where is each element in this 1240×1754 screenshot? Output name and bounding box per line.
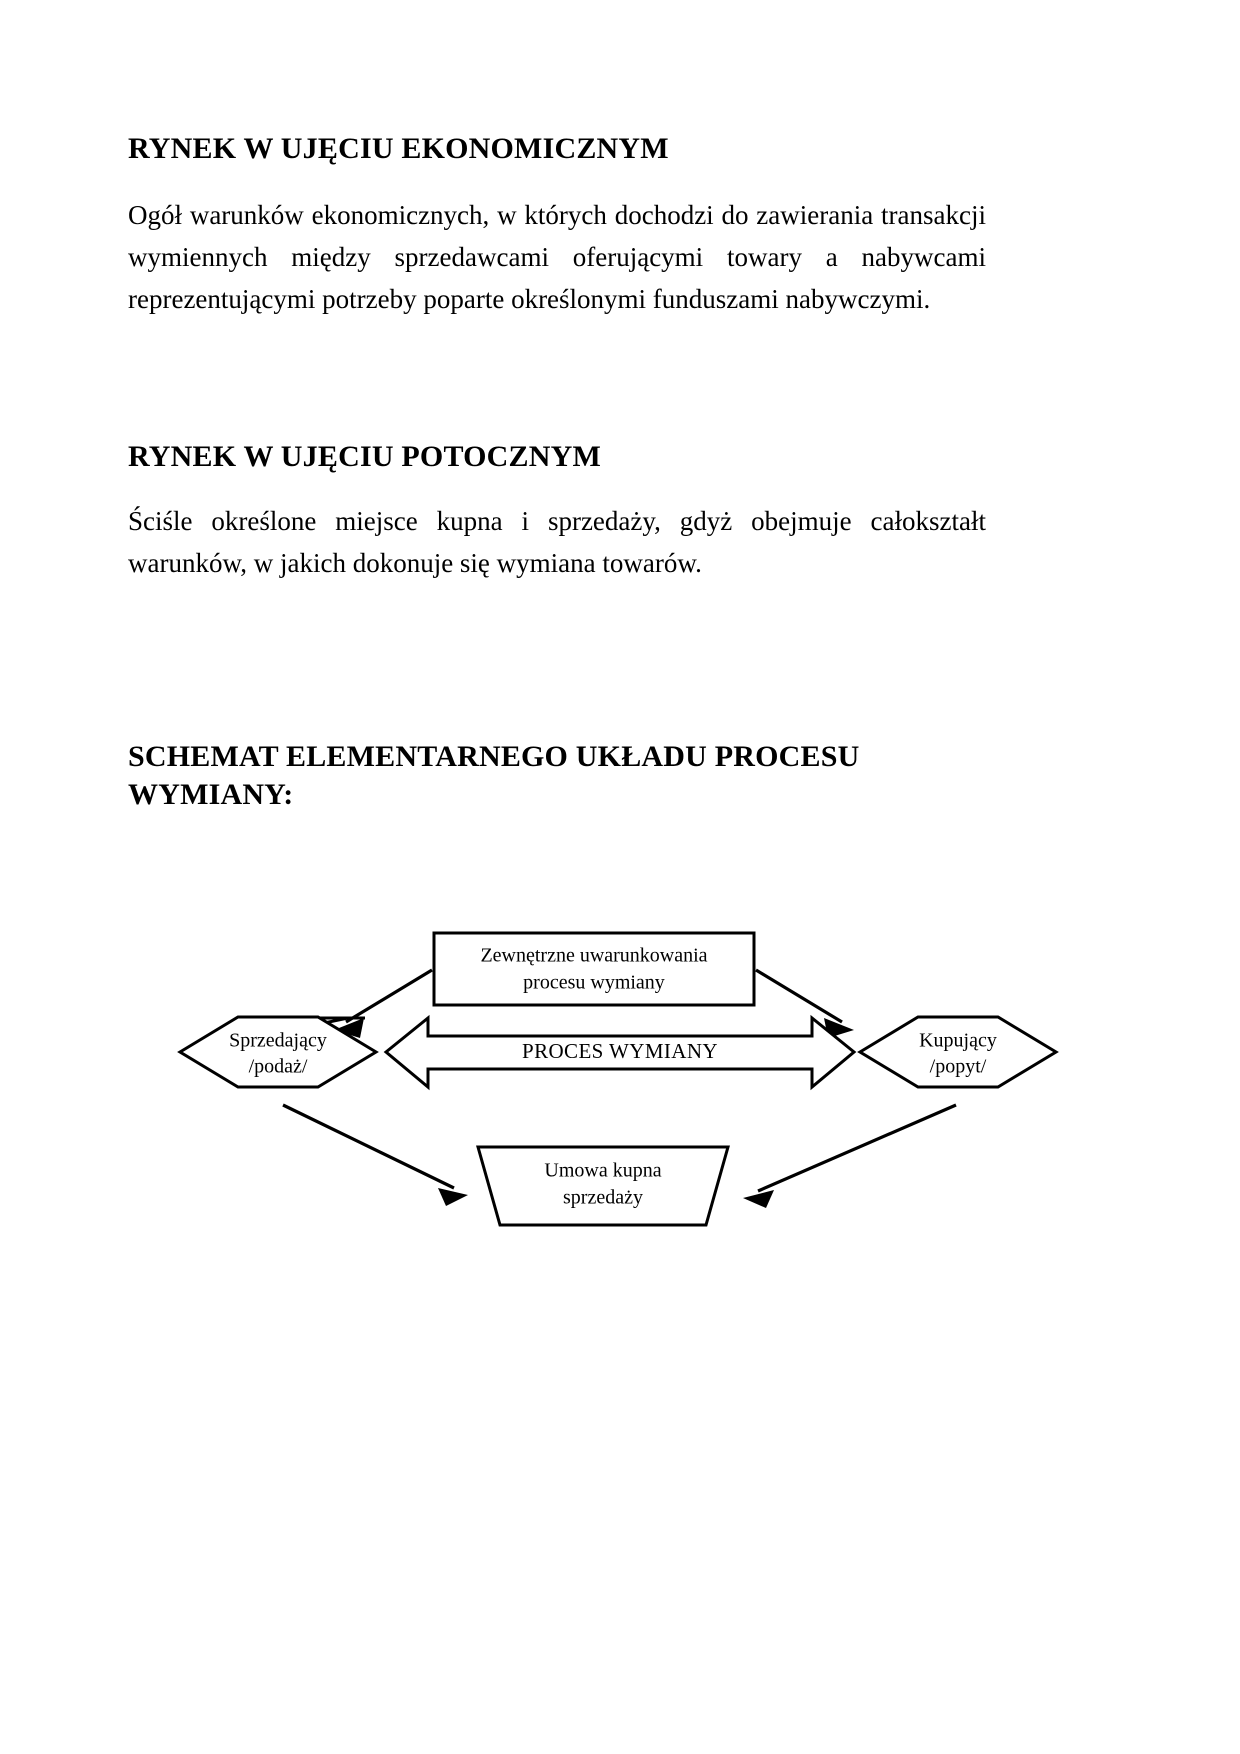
arrow-conditions-to-seller-line: [345, 968, 433, 1024]
node-contract-line2: sprzedaży: [563, 1187, 643, 1209]
node-contract-trapezoid: [476, 1145, 730, 1227]
node-buyer-hexagon: [857, 1015, 1059, 1089]
arrow-conditions-to-seller-head: [334, 1018, 364, 1038]
paragraph-rynek-potoczny: Ściśle określone miejsce kupna i sprzeda…: [128, 506, 986, 578]
arrow-seller-to-contract-head: [438, 1188, 468, 1206]
section-1-paragraph-block: Ogół warunków ekonomicznych, w których d…: [128, 194, 986, 320]
section-2-paragraph-block: Ściśle określone miejsce kupna i sprzeda…: [128, 500, 986, 584]
heading-schemat-ukladu-procesu-wymiany: SCHEMAT ELEMENTARNEGO UKŁADU PROCESU WYM…: [128, 740, 860, 811]
section-2-heading-block: RYNEK W UJĘCIU POTOCZNYM: [128, 438, 988, 476]
node-external-conditions-line1: Zewnętrzne uwarunkowania: [480, 945, 707, 967]
arrow-buyer-to-contract-line: [757, 1103, 957, 1193]
double-arrow-exchange-process-label: PROCES WYMIANY: [522, 1039, 718, 1063]
node-external-conditions-line2: procesu wymiany: [523, 972, 665, 994]
node-buyer-line2: /popyt/: [930, 1056, 987, 1078]
exchange-process-diagram: Zewnętrzne uwarunkowania procesu wymiany…: [128, 900, 1112, 1280]
section-3-heading-block: SCHEMAT ELEMENTARNEGO UKŁADU PROCESU WYM…: [128, 738, 988, 813]
node-buyer-line1: Kupujący: [919, 1030, 997, 1052]
double-arrow-exchange-process: [383, 1014, 857, 1091]
node-contract-line1: Umowa kupna: [544, 1160, 661, 1182]
node-seller-line2: /podaż/: [249, 1056, 308, 1078]
node-seller-hexagon-shape: [177, 1015, 379, 1089]
node-seller-line1: Sprzedający: [229, 1030, 327, 1052]
arrow-buyer-to-contract-head: [743, 1190, 774, 1208]
arrow-conditions-to-buyer-line: [755, 968, 843, 1024]
heading-rynek-potoczny: RYNEK W UJĘCIU POTOCZNYM: [128, 440, 601, 473]
paragraph-rynek-ekonomiczny: Ogół warunków ekonomicznych, w których d…: [128, 200, 986, 314]
node-external-conditions-box: [432, 931, 756, 1007]
heading-rynek-ekonomiczny: RYNEK W UJĘCIU EKONOMICZNYM: [128, 132, 669, 165]
arrow-seller-to-contract-line: [282, 1103, 455, 1190]
section-1-heading-block: RYNEK W UJĘCIU EKONOMICZNYM: [128, 130, 988, 168]
